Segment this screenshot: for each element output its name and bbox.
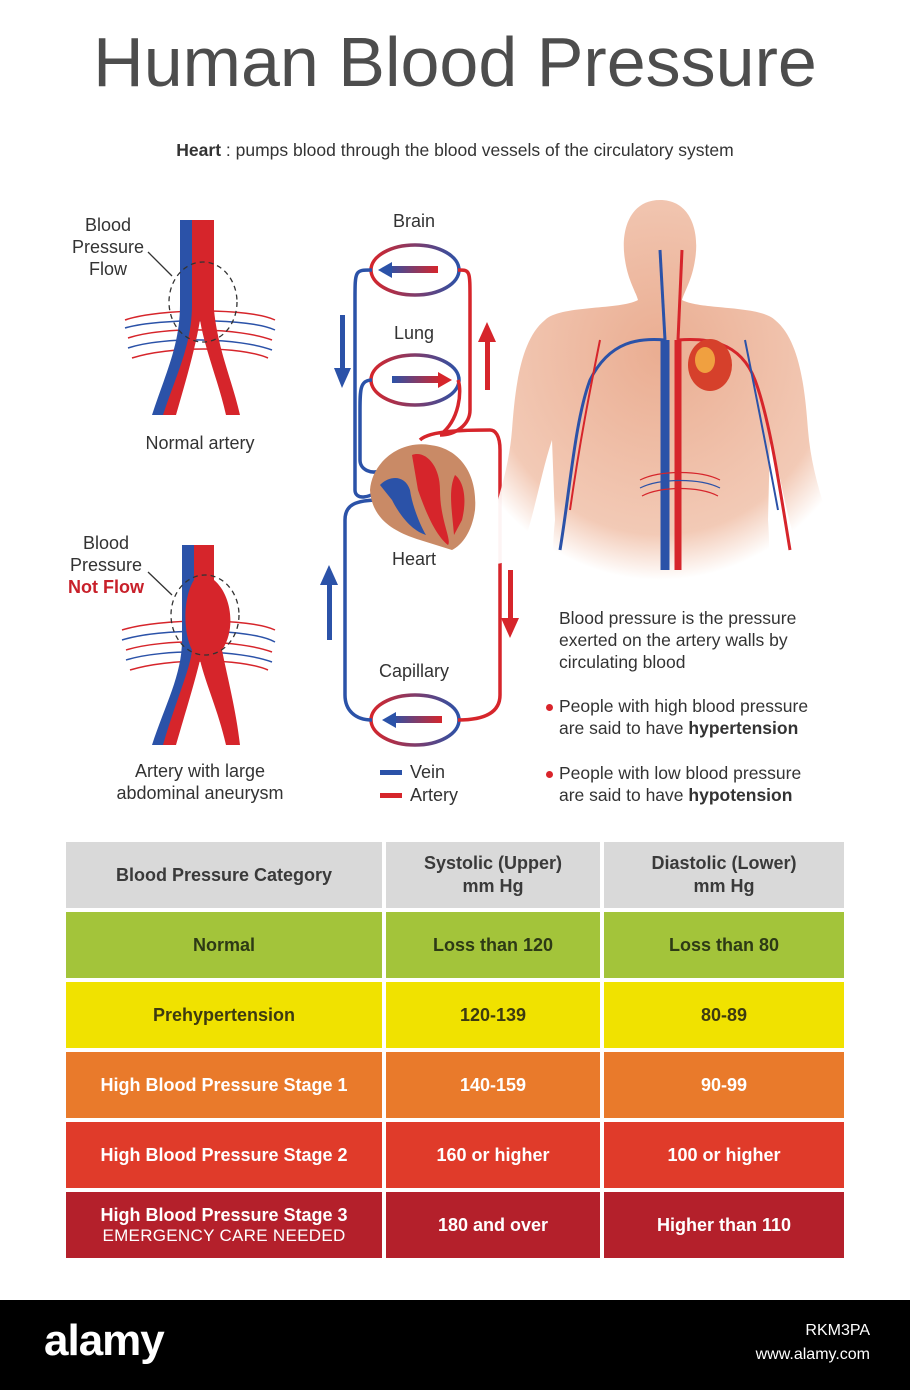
systolic-cell: 180 and over bbox=[386, 1192, 600, 1258]
diastolic-cell: Higher than 110 bbox=[604, 1192, 844, 1258]
aneurysm-artery-diagram bbox=[121, 545, 276, 745]
footer-bar bbox=[0, 1300, 910, 1390]
legend-artery-label: Artery bbox=[410, 785, 459, 805]
text-line: Blood pressure is the pressure bbox=[559, 608, 797, 628]
aneurysm-artery-label: Blood Pressure Not Flow bbox=[56, 532, 156, 598]
systolic-cell: 140-159 bbox=[386, 1052, 600, 1118]
category-cell: High Blood Pressure Stage 2 bbox=[66, 1122, 382, 1188]
hypertension-note: People with high blood pressure are said… bbox=[546, 695, 886, 739]
legend bbox=[380, 770, 402, 798]
text-line: exerted on the artery walls by bbox=[559, 630, 788, 650]
normal-artery-caption: Normal artery bbox=[145, 433, 255, 453]
caption-line: Artery with large bbox=[134, 761, 266, 781]
subtitle: Heart : pumps blood through the blood ve… bbox=[0, 140, 910, 161]
text-line: circulating blood bbox=[559, 652, 686, 672]
diastolic-cell: 80-89 bbox=[604, 982, 844, 1048]
aneurysm-artery-caption: Artery with large abdominal aneurysm bbox=[90, 760, 310, 804]
table-row: Prehypertension 120-139 80-89 bbox=[66, 982, 844, 1048]
category-name: High Blood Pressure Stage 3 bbox=[100, 1204, 348, 1225]
category-cell: High Blood Pressure Stage 1 bbox=[66, 1052, 382, 1118]
text-line: People with low blood pressure bbox=[559, 763, 802, 783]
page-title: Human Blood Pressure bbox=[93, 23, 817, 101]
hypotension-term: hypotension bbox=[688, 785, 793, 805]
table-header-row: Blood Pressure Category Systolic (Upper)… bbox=[66, 842, 844, 908]
brain-label: Brain bbox=[392, 211, 436, 231]
table-row: Normal Loss than 120 Loss than 80 bbox=[66, 912, 844, 978]
legend-vein-label: Vein bbox=[410, 762, 446, 782]
caption-line: abdominal aneurysm bbox=[116, 783, 284, 803]
normal-artery-diagram bbox=[124, 220, 276, 415]
not-flow-label: Not Flow bbox=[68, 577, 144, 597]
table-row: High Blood Pressure Stage 2 160 or highe… bbox=[66, 1122, 844, 1188]
bullet-icon bbox=[546, 703, 553, 711]
label-line: Pressure bbox=[71, 237, 145, 257]
heart-shape bbox=[370, 444, 476, 550]
definition-text: Blood pressure is the pressure exerted o… bbox=[559, 607, 879, 673]
flow-arrows bbox=[320, 262, 519, 728]
header-category: Blood Pressure Category bbox=[66, 842, 382, 908]
header-diastolic: Diastolic (Lower) mm Hg bbox=[604, 842, 844, 908]
subtitle-bold: Heart bbox=[176, 140, 222, 160]
subtitle-rest: : pumps blood through the blood vessels … bbox=[221, 140, 734, 160]
footer-logo: alamy bbox=[44, 1316, 165, 1365]
label-line: Blood bbox=[84, 215, 132, 235]
illustration bbox=[121, 200, 840, 798]
heart-label: Heart bbox=[391, 549, 436, 569]
normal-artery-label: Blood Pressure Flow bbox=[66, 214, 150, 280]
systolic-cell: 120-139 bbox=[386, 982, 600, 1048]
bullet-icon bbox=[546, 770, 553, 778]
emergency-note: EMERGENCY CARE NEEDED bbox=[102, 1225, 346, 1245]
systolic-cell: 160 or higher bbox=[386, 1122, 600, 1188]
footer-url: www.alamy.com bbox=[755, 1346, 870, 1363]
diastolic-cell: 90-99 bbox=[604, 1052, 844, 1118]
systolic-cell: Loss than 120 bbox=[386, 912, 600, 978]
human-body bbox=[480, 200, 840, 580]
header-line: Systolic (Upper) bbox=[423, 853, 563, 873]
label-line: Pressure bbox=[69, 555, 143, 575]
blood-pressure-table: Blood Pressure Category Systolic (Upper)… bbox=[66, 842, 844, 1262]
label-line: Flow bbox=[88, 259, 127, 279]
capillary-label: Capillary bbox=[378, 661, 450, 681]
header-systolic: Systolic (Upper) mm Hg bbox=[386, 842, 600, 908]
category-cell: Normal bbox=[66, 912, 382, 978]
label-line: Blood bbox=[82, 533, 130, 553]
lung-label: Lung bbox=[393, 323, 435, 343]
header-line: mm Hg bbox=[462, 876, 524, 896]
text-line: People with high blood pressure bbox=[559, 696, 809, 716]
diastolic-cell: Loss than 80 bbox=[604, 912, 844, 978]
header-line: Diastolic (Lower) bbox=[651, 853, 797, 873]
hypotension-note: People with low blood pressure are said … bbox=[546, 762, 886, 806]
text-line: are said to have bbox=[559, 718, 689, 738]
header-line: mm Hg bbox=[693, 876, 755, 896]
category-cell: Prehypertension bbox=[66, 982, 382, 1048]
hypertension-term: hypertension bbox=[688, 718, 799, 738]
diastolic-cell: 100 or higher bbox=[604, 1122, 844, 1188]
text-line: are said to have bbox=[559, 785, 689, 805]
table-row: High Blood Pressure Stage 1 140-159 90-9… bbox=[66, 1052, 844, 1118]
footer-image-id: RKM3PA bbox=[805, 1322, 870, 1339]
